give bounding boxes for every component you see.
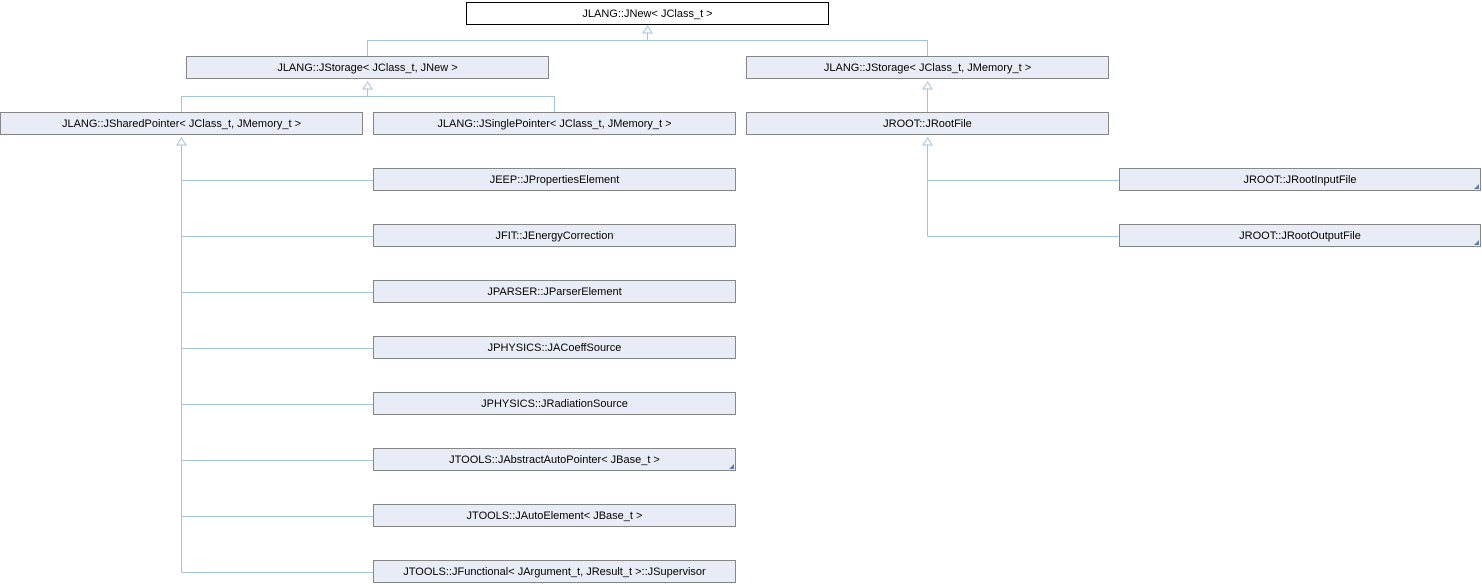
arrowhead-jrootfile (922, 137, 933, 146)
node-label: JPHYSICS::JACoeffSource (487, 341, 622, 354)
arrowhead-jstorage-jmemory (922, 81, 933, 90)
node-jstorage-jmemory[interactable]: JLANG::JStorage< JClass_t, JMemory_t > (746, 56, 1109, 79)
node-label: JTOOLS::JAbstractAutoPointer< JBase_t > (449, 453, 660, 466)
node-label: JROOT::JRootInputFile (1243, 173, 1357, 186)
node-jrootoutputfile[interactable]: JROOT::JRootOutputFile (1119, 224, 1481, 247)
node-label: JLANG::JSinglePointer< JClass_t, JMemory… (437, 117, 672, 130)
more-subclasses-icon (729, 464, 734, 469)
node-jstorage-jnew[interactable]: JLANG::JStorage< JClass_t, JNew > (186, 56, 549, 79)
node-jpropertieselement[interactable]: JEEP::JPropertiesElement (373, 168, 736, 191)
node-label: JPARSER::JParserElement (487, 285, 622, 298)
node-label: JTOOLS::JAutoElement< JBase_t > (466, 509, 643, 522)
arrowhead-jnew (642, 25, 653, 34)
node-jparserelement[interactable]: JPARSER::JParserElement (373, 280, 736, 303)
node-jrootinputfile[interactable]: JROOT::JRootInputFile (1119, 168, 1481, 191)
node-jacoeffsource[interactable]: JPHYSICS::JACoeffSource (373, 336, 736, 359)
more-subclasses-icon (1474, 240, 1479, 245)
node-label: JFIT::JEnergyCorrection (495, 229, 614, 242)
node-label: JEEP::JPropertiesElement (489, 173, 620, 186)
node-label: JLANG::JStorage< JClass_t, JMemory_t > (823, 61, 1032, 74)
node-jradiationsource[interactable]: JPHYSICS::JRadiationSource (373, 392, 736, 415)
node-label: JLANG::JNew< JClass_t > (582, 7, 713, 20)
node-jsupervisor[interactable]: JTOOLS::JFunctional< JArgument_t, JResul… (373, 560, 736, 583)
node-label: JROOT::JRootFile (883, 117, 972, 130)
edge-pointers-to-jstorage (181, 96, 555, 112)
arrowhead-jstorage-jnew (362, 81, 373, 90)
edge-jstorage-jnew-to-jnew (367, 40, 928, 56)
node-jnew: JLANG::JNew< JClass_t > (466, 2, 829, 25)
node-label: JLANG::JSharedPointer< JClass_t, JMemory… (61, 117, 302, 130)
more-subclasses-icon (1474, 184, 1479, 189)
node-jenergycorrection[interactable]: JFIT::JEnergyCorrection (373, 224, 736, 247)
node-jabstractautopointer[interactable]: JTOOLS::JAbstractAutoPointer< JBase_t > (373, 448, 736, 471)
node-label: JLANG::JStorage< JClass_t, JNew > (277, 61, 458, 74)
node-jautoelement[interactable]: JTOOLS::JAutoElement< JBase_t > (373, 504, 736, 527)
node-jsinglepointer[interactable]: JLANG::JSinglePointer< JClass_t, JMemory… (373, 112, 736, 135)
node-label: JTOOLS::JFunctional< JArgument_t, JResul… (403, 565, 706, 578)
arrowhead-jsharedpointer (176, 137, 187, 146)
node-label: JROOT::JRootOutputFile (1239, 229, 1361, 242)
node-label: JPHYSICS::JRadiationSource (481, 397, 628, 410)
node-jsharedpointer[interactable]: JLANG::JSharedPointer< JClass_t, JMemory… (0, 112, 363, 135)
node-jrootfile[interactable]: JROOT::JRootFile (746, 112, 1109, 135)
